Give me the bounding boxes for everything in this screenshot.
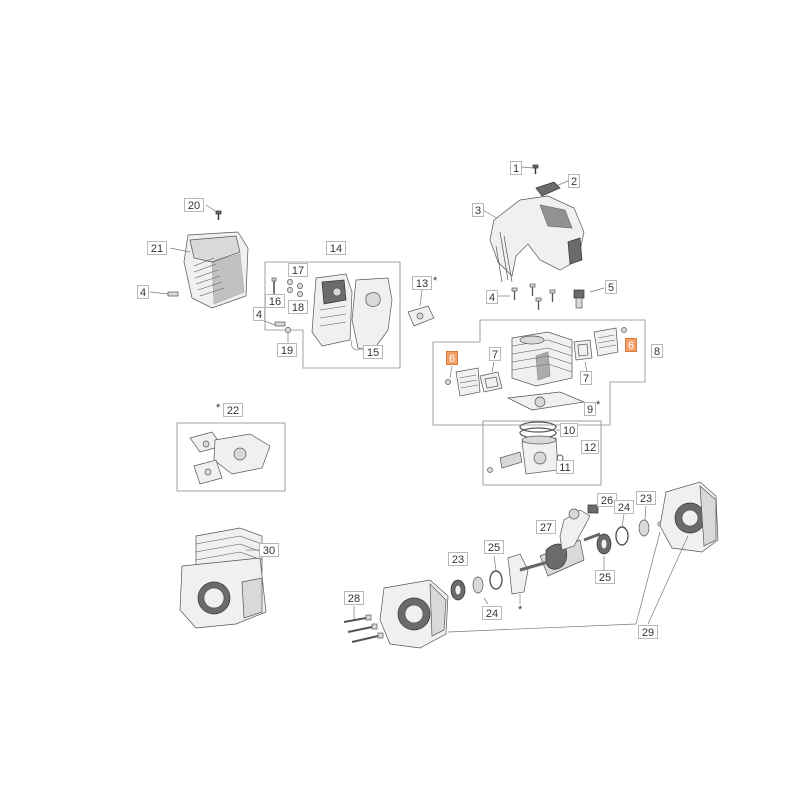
callout-25-left[interactable]: 25: [484, 540, 504, 554]
callout-25-right[interactable]: 25: [595, 570, 615, 584]
callout-29[interactable]: 29: [638, 625, 658, 639]
screws-28[interactable]: [343, 606, 384, 643]
crankcase-right[interactable]: [659, 481, 719, 553]
screws-row-4[interactable]: [498, 283, 556, 310]
group-box-12: [482, 420, 602, 486]
cylinder[interactable]: [511, 331, 573, 387]
washer-19[interactable]: [285, 327, 291, 344]
callout-17[interactable]: 17: [288, 263, 308, 277]
callout-15[interactable]: 15: [363, 345, 383, 359]
bearing-25-right[interactable]: [596, 533, 612, 570]
callout-19[interactable]: 19: [277, 343, 297, 357]
callout-8[interactable]: 8: [651, 344, 663, 358]
engine-assembly-30[interactable]: [179, 527, 267, 629]
ring-24-right[interactable]: [615, 513, 629, 546]
screw-4-mid[interactable]: [261, 319, 286, 327]
callout-3[interactable]: 3: [472, 203, 484, 217]
shroud-3[interactable]: [482, 195, 585, 283]
group-box-22: [176, 422, 286, 492]
callout-10[interactable]: 10: [560, 423, 578, 437]
piston[interactable]: [521, 435, 559, 475]
callout-20[interactable]: 20: [184, 198, 204, 212]
callout-21[interactable]: 21: [147, 241, 167, 255]
callout-14[interactable]: 14: [326, 241, 346, 255]
callout-13[interactable]: 13: [412, 276, 432, 290]
callout-9[interactable]: 9: [584, 402, 596, 416]
callout-4-mid[interactable]: 4: [253, 307, 265, 321]
reed-valve-left[interactable]: [445, 365, 481, 397]
piston-pin[interactable]: [487, 451, 523, 473]
gasket-7-left[interactable]: [479, 361, 503, 393]
bearing-23-left[interactable]: [450, 579, 466, 601]
asterisk-13: *: [433, 275, 438, 287]
callout-12[interactable]: 12: [581, 440, 599, 454]
callout-24-right[interactable]: 24: [614, 500, 634, 514]
callout-26[interactable]: 26: [597, 493, 617, 507]
callout-23-right[interactable]: 23: [636, 491, 656, 505]
callout-7-right[interactable]: 7: [580, 371, 592, 385]
callout-16[interactable]: 16: [265, 294, 285, 308]
callout-7-left[interactable]: 7: [489, 347, 501, 361]
base-gasket-9[interactable]: [506, 391, 591, 411]
callout-6-right[interactable]: 6: [625, 338, 637, 352]
callout-30[interactable]: 30: [259, 543, 279, 557]
gasket-set-22[interactable]: [189, 431, 271, 485]
callout-4-left[interactable]: 4: [137, 285, 149, 299]
fan-cover-21[interactable]: [183, 231, 249, 309]
callout-1[interactable]: 1: [510, 161, 522, 175]
muffler-body[interactable]: [311, 273, 353, 347]
callout-18[interactable]: 18: [288, 300, 308, 314]
seal-23-right[interactable]: [638, 505, 663, 537]
spacer-plate[interactable]: [507, 553, 529, 604]
screw-4-left[interactable]: [149, 291, 179, 297]
gasket-7-right[interactable]: [573, 339, 593, 373]
asterisk-9: *: [596, 399, 601, 411]
connecting-rod[interactable]: [559, 508, 591, 551]
screw-1[interactable]: [521, 164, 539, 174]
muffler-plate-15[interactable]: [351, 277, 393, 353]
callout-4-right[interactable]: 4: [486, 290, 498, 304]
reed-valve-right[interactable]: [593, 327, 627, 357]
callout-23-left[interactable]: 23: [448, 552, 468, 566]
callout-24-left[interactable]: 24: [482, 606, 502, 620]
leader-29: [447, 531, 689, 633]
spark-plug-5[interactable]: [573, 287, 605, 309]
knob-2[interactable]: [535, 180, 569, 197]
group-box-14: [264, 261, 401, 369]
gasket-13[interactable]: [407, 305, 435, 327]
washers-17-18[interactable]: [287, 279, 303, 297]
callout-5[interactable]: 5: [605, 280, 617, 294]
crankshaft-27[interactable]: [519, 532, 601, 577]
crankcase-left[interactable]: [379, 579, 449, 649]
piston-rings-10[interactable]: [519, 421, 560, 439]
asterisk-22: *: [216, 402, 221, 414]
screw-20[interactable]: [205, 204, 222, 220]
ring-25-left[interactable]: [489, 555, 503, 590]
callout-27[interactable]: 27: [536, 520, 556, 534]
callout-6-left[interactable]: 6: [446, 351, 458, 365]
callout-11[interactable]: 11: [556, 460, 574, 474]
callout-28[interactable]: 28: [344, 591, 364, 605]
asterisk-spacer: *: [518, 604, 523, 616]
seal-24-left[interactable]: [472, 576, 489, 605]
callout-2[interactable]: 2: [568, 174, 580, 188]
group-box-8: [432, 319, 646, 426]
callout-22[interactable]: 22: [223, 403, 243, 417]
